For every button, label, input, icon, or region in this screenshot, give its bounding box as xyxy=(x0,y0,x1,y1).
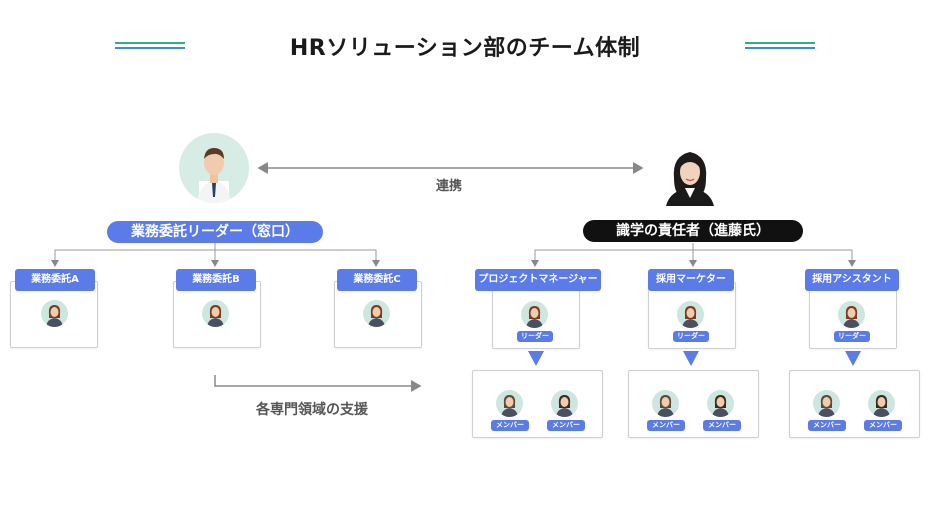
support-label: 各専門領域の支援 xyxy=(256,402,368,418)
title-decoration-right xyxy=(745,42,815,49)
link-label: 連携 xyxy=(436,179,463,194)
leader-chip-marketer: リーダー xyxy=(673,331,709,342)
team-label-a: 業務委託A xyxy=(15,269,95,291)
person-icon xyxy=(496,390,523,417)
team-label-c: 業務委託C xyxy=(337,269,417,291)
member-chip: メンバー xyxy=(547,420,585,431)
person-icon xyxy=(868,390,895,417)
member-chip: メンバー xyxy=(864,420,902,431)
person-icon xyxy=(202,300,229,327)
right-leader-avatar xyxy=(660,140,720,206)
left-leader-label: 業務委託リーダー（窓口） xyxy=(107,221,323,243)
person-icon xyxy=(707,390,734,417)
person-icon xyxy=(838,301,865,328)
leader-chip-assistant: リーダー xyxy=(834,331,870,342)
person-icon xyxy=(363,300,390,327)
title-bar: HRソリューション部のチーム体制 xyxy=(0,30,930,66)
member-chip: メンバー xyxy=(491,420,529,431)
title-decoration-left xyxy=(115,42,185,49)
team-label-marketer: 採用マーケター xyxy=(648,269,734,291)
left-leader-avatar xyxy=(179,133,249,203)
person-icon xyxy=(521,301,548,328)
right-leader-label: 識学の責任者（進藤氏） xyxy=(583,220,803,242)
team-label-pm: プロジェクトマネージャー xyxy=(475,269,601,291)
person-icon xyxy=(551,390,578,417)
person-icon xyxy=(813,390,840,417)
page-title: HRソリューション部のチーム体制 xyxy=(289,36,641,61)
person-icon xyxy=(41,300,68,327)
team-label-b: 業務委託B xyxy=(176,269,256,291)
member-chip: メンバー xyxy=(808,420,846,431)
member-chip: メンバー xyxy=(647,420,685,431)
team-label-assistant: 採用アシスタント xyxy=(805,269,899,291)
leader-chip-pm: リーダー xyxy=(517,331,553,342)
person-icon xyxy=(677,301,704,328)
member-chip: メンバー xyxy=(703,420,741,431)
person-icon xyxy=(652,390,679,417)
